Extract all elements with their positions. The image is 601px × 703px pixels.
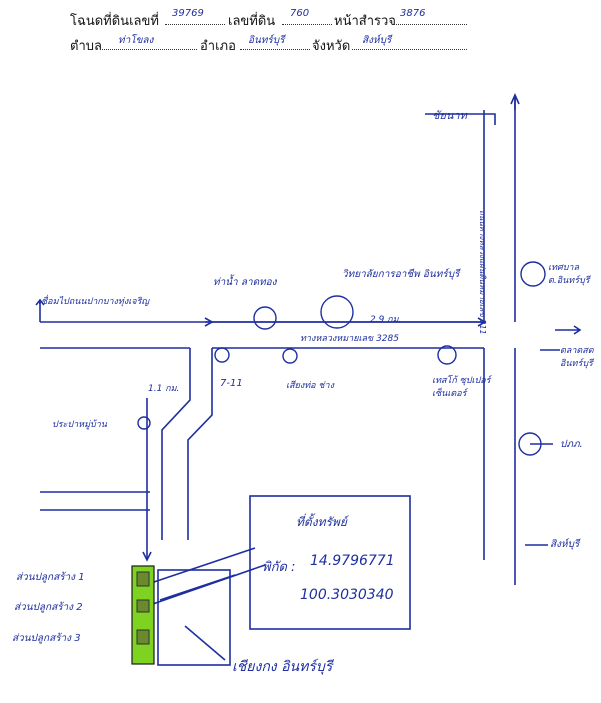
dotted-line	[240, 49, 310, 50]
east-arrow	[555, 325, 582, 335]
landmark-circle-super	[437, 345, 457, 365]
province-value: สิงห์บุรี	[362, 35, 392, 46]
coord-label: พิกัด :	[262, 560, 296, 575]
north-destination: ชัยนาท	[432, 109, 467, 122]
plot2-marker	[136, 599, 150, 613]
dotted-line	[352, 49, 467, 50]
south-destination: สิงห์บุรี	[550, 539, 580, 550]
dotted-line	[392, 24, 467, 25]
landmark-circle-college	[320, 295, 354, 329]
landmark-circle-police	[518, 432, 542, 456]
landmark-circle-gate	[137, 416, 151, 430]
plot1-label: ส่วนปลูกสร้าง 1	[16, 572, 85, 583]
lane	[40, 491, 150, 511]
subdistrict-label: ตำบล	[70, 38, 102, 53]
market-label: ตลาดสด อินทร์บุรี	[560, 346, 594, 369]
landmark-circle-711	[214, 347, 230, 363]
building-outline	[157, 569, 231, 666]
west-destination: เชื่อมไปถนนปากบางทุ่งเจริญ	[38, 297, 150, 307]
arrow-head	[477, 317, 487, 327]
pointer-line	[144, 547, 256, 586]
property-info-box	[249, 495, 411, 630]
form-header: โฉนดที่ดินเลขที่ 39769 เลขที่ดิน 760 หน้…	[0, 0, 601, 60]
landmark-circle-ptt	[282, 348, 298, 364]
distance-side-label: 1.1 กม.	[148, 384, 180, 394]
gate-label: ประปาหมู่บ้าน	[52, 420, 107, 430]
north-arrow	[425, 113, 496, 125]
seven-eleven-label: 7-11	[220, 378, 243, 389]
pointer-line	[149, 564, 266, 606]
province-label: จังหวัด	[312, 38, 351, 53]
parcel-label: เลขที่ดิน	[228, 13, 276, 28]
village-pointer	[184, 625, 226, 661]
ptt-label: เสียงท่อ ช่าง	[286, 381, 334, 391]
dotted-line	[282, 24, 332, 25]
main-road-label: ถนนทางหลวงแผ่นดินหมายเลข 311	[478, 210, 487, 335]
survey-value: 3876	[400, 8, 426, 19]
subdistrict-value: ท่าโขลง	[118, 35, 154, 46]
plot3-marker	[136, 629, 150, 645]
police-label: ปภภ.	[560, 439, 583, 450]
college-label: วิทยาลัยการอาชีพ อินทร์บุรี	[342, 269, 460, 280]
village-label: เชียงกง อินทร์บุรี	[232, 659, 333, 675]
longitude-value: 100.3030340	[300, 587, 394, 603]
plot1-marker	[136, 571, 150, 587]
plot3-label: ส่วนปลูกสร้าง 3	[12, 633, 81, 644]
municipality-label: เทศบาล ต.อินทร์บุรี	[548, 263, 590, 286]
plot2-label: ส่วนปลูกสร้าง 2	[14, 602, 83, 613]
arrow-head	[204, 317, 214, 327]
soi-right-edge	[187, 348, 213, 540]
west-arrow	[35, 298, 45, 322]
supercenter-label: เทสโก้ ซุปเปอร์ เซ็นเตอร์	[432, 376, 491, 399]
deed-value: 39769	[172, 8, 204, 19]
horizontal-road-label: ทางหลวงหมายเลข 3285	[300, 334, 399, 344]
soi-left-edge	[161, 348, 191, 540]
arrow-head	[142, 551, 152, 562]
district-value: อินทร์บุรี	[248, 35, 285, 46]
latitude-value: 14.9796771	[310, 553, 395, 569]
parcel-value: 760	[290, 8, 310, 19]
dotted-line	[165, 24, 225, 25]
temple-label: ท่าน้ำ ลาดทอง	[213, 277, 277, 288]
landmark-circle-temple	[253, 306, 277, 330]
dotted-line	[102, 49, 197, 50]
survey-label: หน้าสำรวจ	[334, 13, 396, 28]
deed-label: โฉนดที่ดินเลขที่	[70, 13, 159, 28]
landmark-circle-municipality	[520, 261, 546, 287]
north-tip	[510, 93, 520, 110]
property-title: ที่ตั้งทรัพย์	[296, 515, 347, 529]
district-label: อำเภอ	[200, 38, 236, 53]
distance-main-label: 2.9 กม.	[370, 315, 402, 325]
